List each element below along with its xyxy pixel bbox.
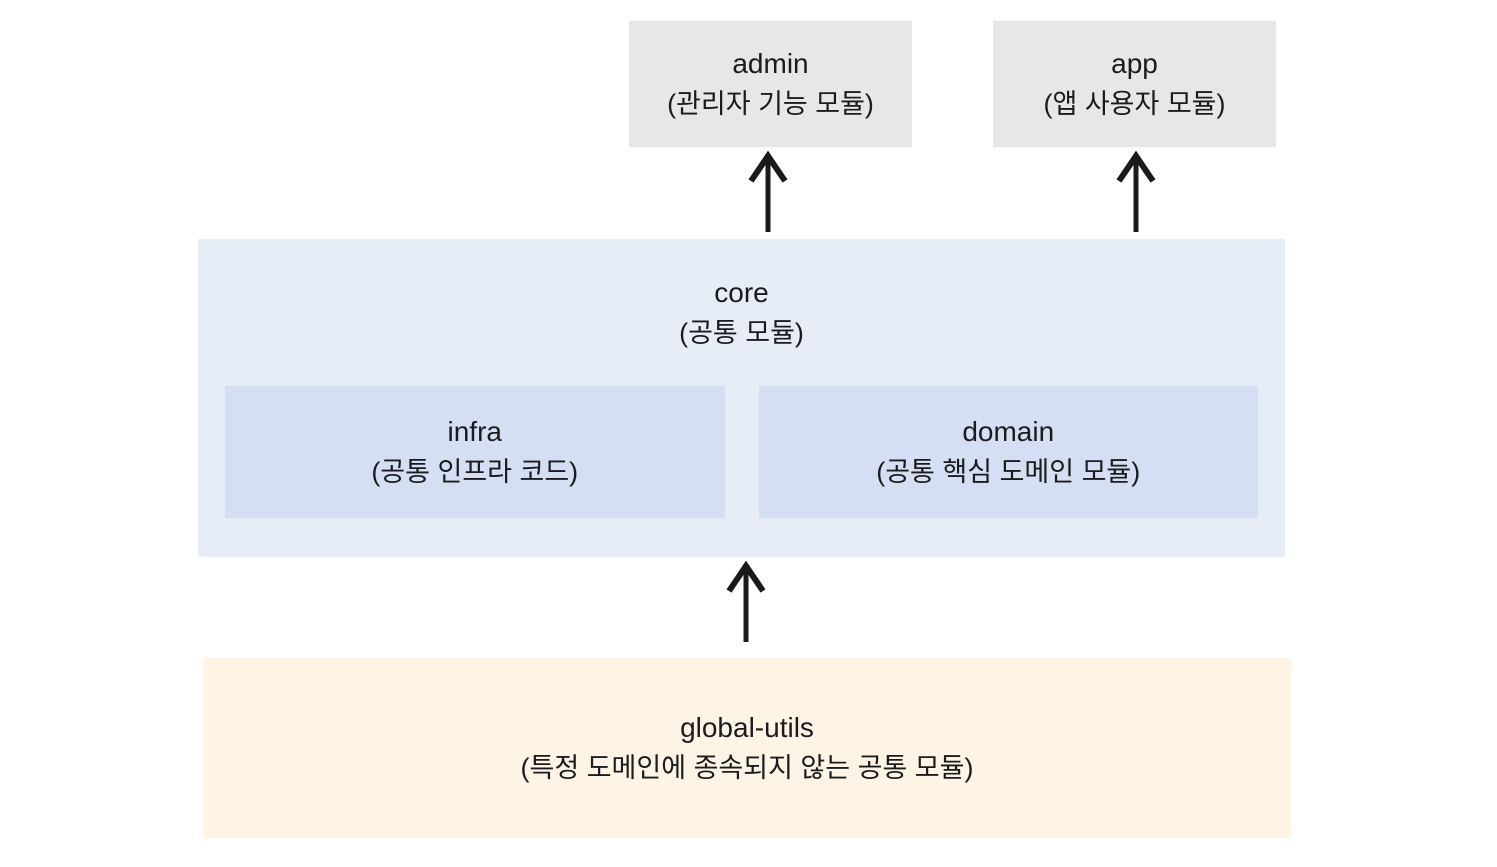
node-app: app (앱 사용자 모듈)	[993, 21, 1276, 147]
node-admin-name: admin	[732, 48, 809, 79]
node-app-desc: (앱 사용자 모듈)	[1043, 89, 1226, 119]
node-global-utils-name: global-utils	[680, 712, 814, 743]
node-domain: domain (공통 핵심 도메인 모듈)	[758, 386, 1258, 518]
node-domain-name: domain	[962, 416, 1055, 447]
node-core-desc: (공통 모듈)	[679, 317, 804, 348]
arrow-core-to-admin	[748, 150, 788, 232]
node-global-utils: global-utils (특정 도메인에 종속되지 않는 공통 모듈)	[203, 658, 1291, 838]
node-app-name: app	[1111, 48, 1158, 79]
node-core-header: core (공통 모듈)	[198, 239, 1285, 386]
core-inner-row: infra (공통 인프라 코드) domain (공통 핵심 도메인 모듈)	[198, 386, 1285, 518]
node-admin: admin (관리자 기능 모듈)	[629, 21, 912, 147]
node-infra-name: infra	[447, 416, 502, 447]
node-core-name: core	[714, 276, 769, 308]
node-domain-desc: (공통 핵심 도메인 모듈)	[876, 457, 1141, 487]
node-infra: infra (공통 인프라 코드)	[225, 386, 725, 518]
arrow-core-to-app	[1116, 150, 1156, 232]
arrow-global-utils-to-core	[726, 560, 766, 642]
node-core: core (공통 모듈) infra (공통 인프라 코드) domain (공…	[198, 239, 1285, 557]
node-admin-desc: (관리자 기능 모듈)	[667, 89, 874, 119]
node-global-utils-desc: (특정 도메인에 종속되지 않는 공통 모듈)	[520, 753, 974, 783]
node-infra-desc: (공통 인프라 코드)	[371, 457, 579, 487]
